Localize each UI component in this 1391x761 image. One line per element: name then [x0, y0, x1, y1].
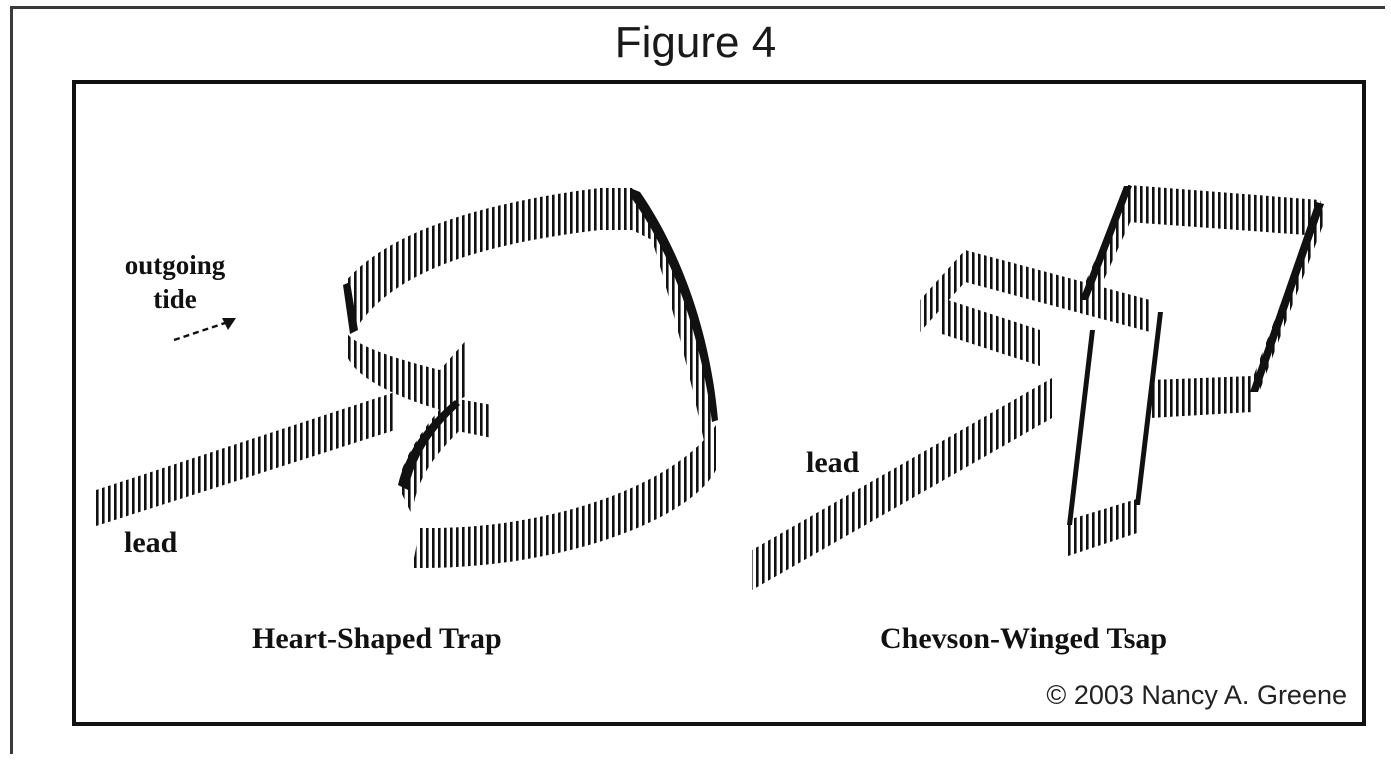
chevron-right-box-bottom [1150, 376, 1252, 418]
chevron-trap-caption: Chevson-Winged Tsap [880, 622, 1168, 655]
tide-label-line2: tide [153, 284, 197, 314]
chevron-left-wing-lower [942, 298, 1040, 366]
chevron-left-wing-upper [920, 250, 1150, 332]
heart-entry-wing [452, 398, 492, 438]
heart-lead-label: lead [124, 526, 178, 559]
heart-inner-hook [345, 330, 468, 410]
chevron-box-edge-left [1080, 186, 1132, 300]
heart-right-wall [632, 188, 716, 470]
chevron-funnel-left-line [1067, 330, 1095, 525]
heart-bottom-wall [412, 425, 716, 569]
heart-shadow-edge-left [343, 282, 358, 334]
outer-frame [10, 6, 1385, 754]
chevron-funnel-bottom [1068, 498, 1140, 556]
heart-shadow-edge [630, 188, 718, 422]
heart-trap-caption: Heart-Shaped Trap [252, 622, 502, 655]
chevron-funnel-right-line [1135, 312, 1163, 505]
copyright-notice: © 2003 Nancy A. Greene [1046, 680, 1347, 710]
chevron-lead-fence [752, 378, 1052, 590]
tide-label-line1: outgoing [124, 250, 226, 280]
figure-title: Figure 4 [614, 18, 777, 67]
chevron-winged-trap [752, 185, 1325, 590]
heart-left-curl [399, 395, 460, 515]
heart-shadow-edge-inner [398, 400, 460, 490]
heart-lead-fence [96, 392, 395, 526]
heart-upper-wall [345, 188, 632, 330]
chevron-right-box-top [1128, 185, 1320, 236]
heart-shaped-trap [96, 188, 718, 569]
tide-label: outgoing tide [100, 248, 250, 316]
tide-arrow-icon [173, 318, 236, 342]
chevron-lead-label: lead [806, 446, 860, 479]
chevron-box-edge-right [1250, 202, 1324, 392]
